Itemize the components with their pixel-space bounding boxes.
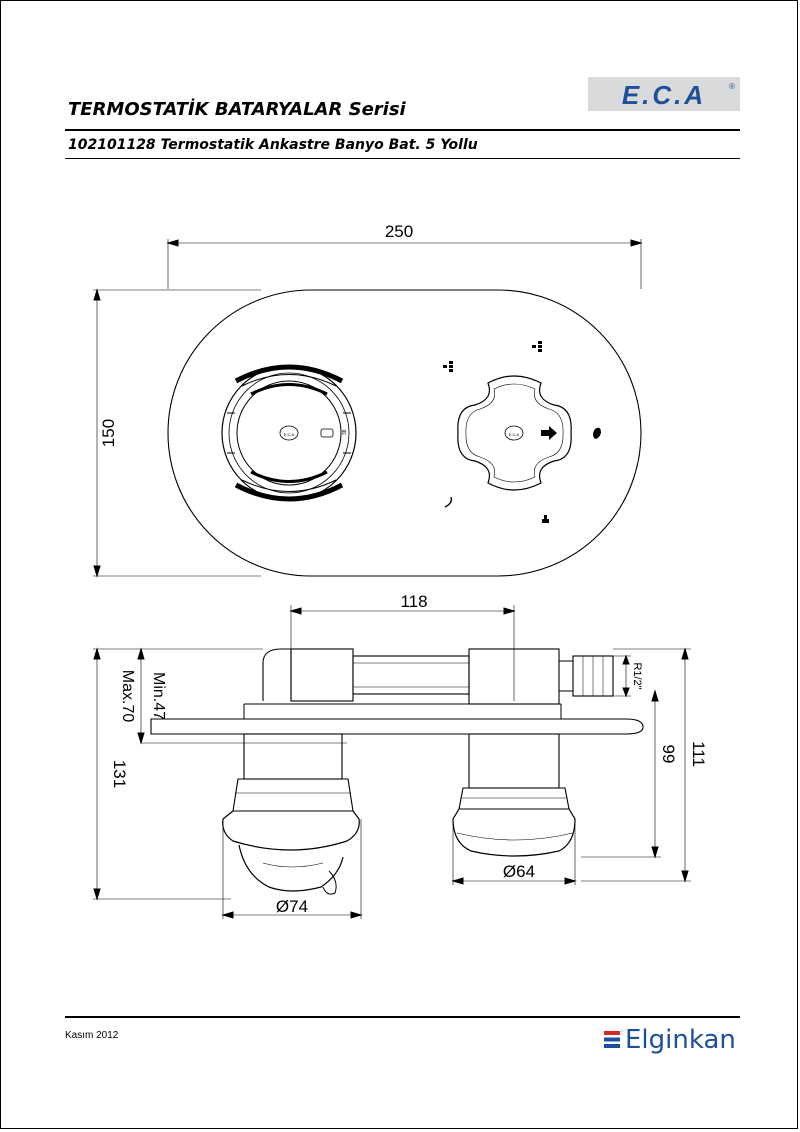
cover-plate — [167, 289, 642, 577]
knob-logo-left: E.C.A — [284, 432, 295, 437]
outlet-shower-right-icon — [532, 341, 542, 352]
eca-logo-registered: ® — [729, 82, 735, 91]
width-label: 250 — [385, 222, 413, 241]
diverter-handle-top: E.C.A — [457, 375, 572, 491]
cover-plate-side — [150, 718, 644, 735]
dia-left-label: Ø74 — [276, 897, 308, 916]
header-rule-top — [65, 129, 740, 131]
temperature-mark: 38 — [342, 429, 348, 435]
thermostat-knob-top: E.C.A 38 — [221, 364, 357, 502]
height-99-arrows — [651, 689, 659, 859]
footer-rule — [65, 1016, 740, 1018]
depth-arrows — [93, 647, 101, 901]
spacing-arrows — [289, 607, 516, 615]
dia-right-arrows — [451, 877, 577, 885]
dia-right-label: Ø64 — [503, 862, 535, 881]
temperature-indicator — [320, 428, 334, 438]
valve-body-left — [290, 648, 354, 702]
thread-label: R1/2" — [631, 662, 643, 689]
outlet-bath-icon — [542, 515, 549, 523]
height-99-label: 99 — [659, 745, 678, 764]
series-title: TERMOSTATİK BATARYALAR Serisi — [68, 99, 406, 120]
width-arrows — [166, 239, 643, 247]
side-view: 118 131 Min.47 Max.70 — [93, 592, 708, 919]
header-rule-bottom — [65, 158, 740, 159]
min-label: Min.47 — [150, 672, 167, 720]
eca-logo-mark: E.C.A ® — [622, 80, 735, 110]
dia-left-arrows — [221, 911, 363, 919]
footer-brand: Elginkan — [625, 1025, 736, 1055]
height-111-label: 111 — [689, 741, 708, 767]
footer-date: Kasım 2012 — [65, 1030, 119, 1041]
height-111-arrows — [681, 647, 689, 883]
diverter-arrow-icon — [541, 426, 557, 440]
diverter-knob-side — [452, 733, 576, 857]
spacing-label: 118 — [400, 592, 427, 611]
minmax-arrows — [137, 647, 145, 745]
top-view: 250 150 — [93, 222, 643, 578]
eca-logo: E.C.A ® — [588, 77, 740, 111]
height-arrows — [93, 288, 101, 578]
elginkan-logo-icon — [604, 1031, 620, 1048]
height-label: 150 — [99, 419, 118, 447]
outlet-spout-icon — [444, 496, 453, 508]
depth-label: 131 — [110, 760, 129, 788]
thread-arrows — [622, 654, 630, 698]
product-title: 102101128 Termostatik Ankastre Banyo Bat… — [68, 137, 478, 153]
outlet-shower-left-icon — [443, 361, 453, 372]
eca-logo-text: E.C.A — [622, 80, 706, 110]
thermostat-knob-side — [222, 733, 360, 895]
knob-logo-right: E.C.A — [509, 432, 520, 437]
max-label: Max.70 — [119, 670, 136, 723]
outlet-nut — [558, 660, 574, 692]
outlet-handshower-icon — [593, 427, 601, 439]
inlet-elbow — [262, 648, 292, 701]
connecting-pipe — [352, 655, 470, 695]
